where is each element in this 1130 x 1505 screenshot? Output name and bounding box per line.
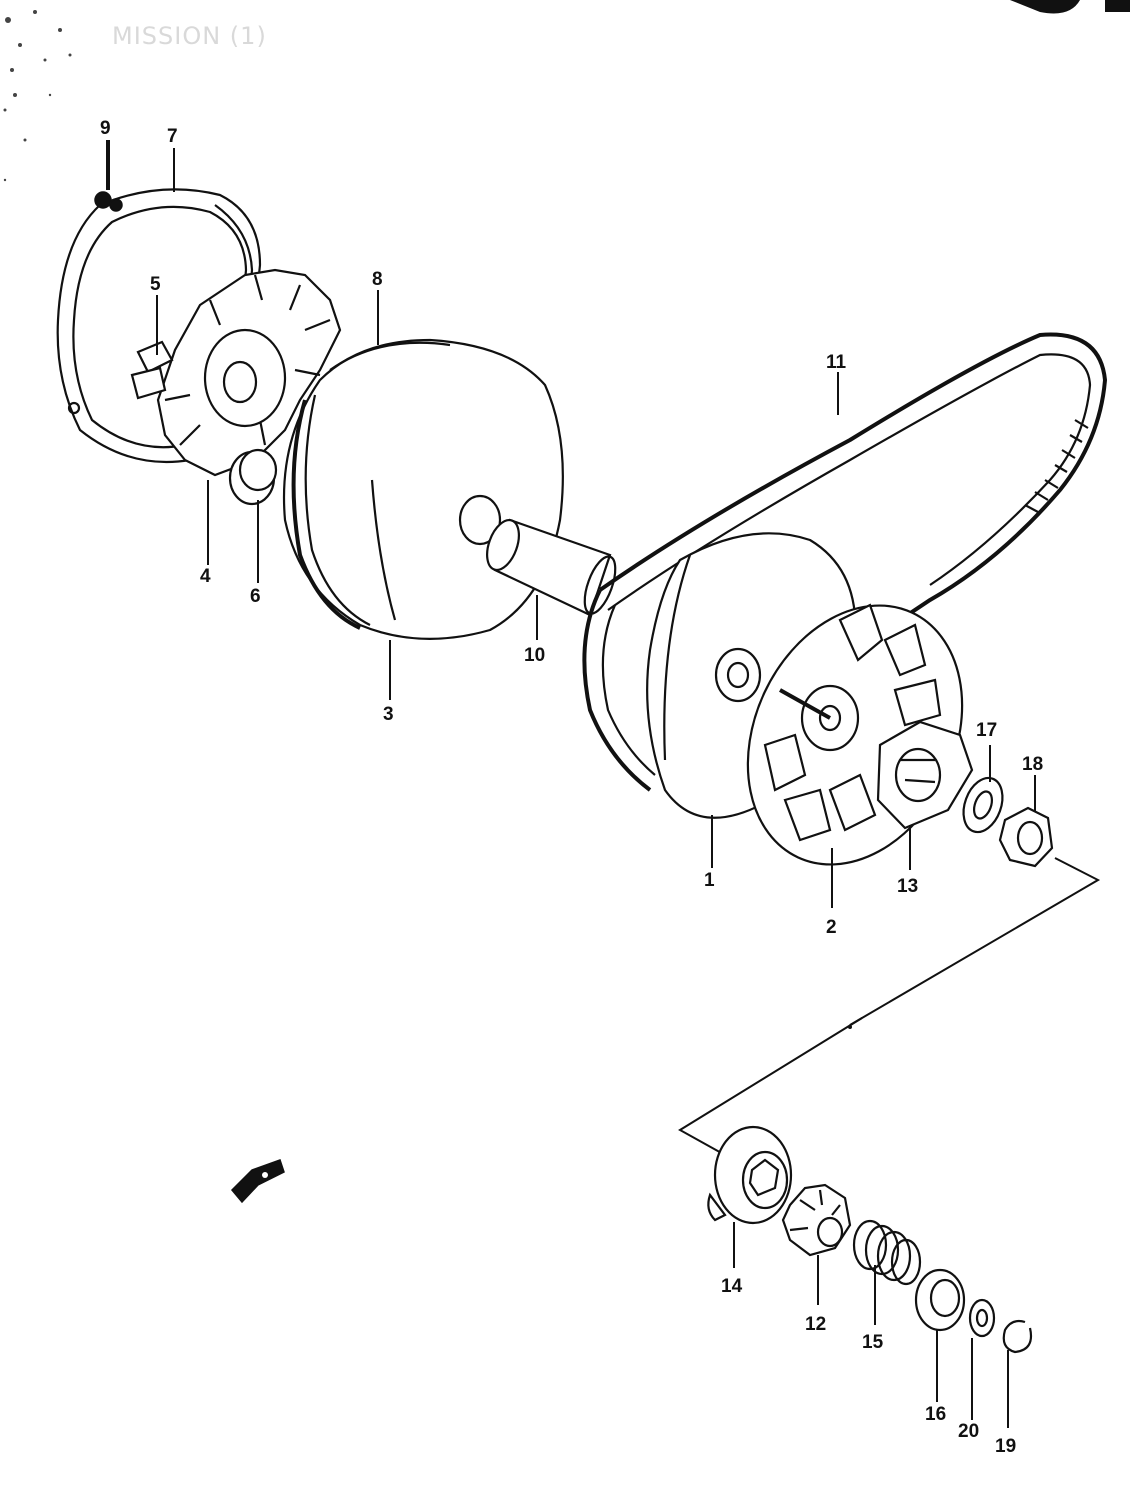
part-number-labels: 9 7 5 8 11 4 6 10 3 17 18 1 13 2 14 12 1… — [100, 118, 1043, 1457]
part-17-washer — [962, 776, 1004, 834]
part-18-nut — [998, 806, 1054, 868]
label-part-18: 18 — [1022, 754, 1043, 775]
leader-lines — [156, 148, 1036, 1428]
label-part-7: 7 — [167, 126, 178, 147]
assembly-guide-line — [678, 857, 1101, 1156]
part-16-cap — [914, 1268, 966, 1332]
label-part-20: 20 — [958, 1421, 979, 1442]
part-5-slider — [130, 340, 174, 400]
label-part-9: 9 — [100, 118, 111, 139]
label-part-10: 10 — [524, 645, 545, 666]
part-3-drive-face — [282, 338, 564, 640]
label-part-6: 6 — [250, 586, 261, 607]
part-15-spring — [852, 1219, 922, 1286]
part-9-bolt — [94, 140, 123, 212]
part-12-gear — [781, 1183, 852, 1257]
part-6-roller — [228, 448, 278, 506]
label-part-16: 16 — [925, 1404, 946, 1425]
label-part-2: 2 — [826, 917, 837, 938]
label-part-13: 13 — [897, 876, 918, 897]
diagram-title: MISSION (1) — [112, 22, 267, 50]
part-13-nut — [876, 720, 974, 830]
scan-noise — [3, 10, 72, 182]
part-10-sleeve — [486, 518, 617, 617]
label-part-5: 5 — [150, 274, 161, 295]
part-14-clutch — [707, 1125, 793, 1225]
label-part-17: 17 — [976, 720, 997, 741]
part-11-v-belt — [582, 332, 1108, 792]
label-part-3: 3 — [383, 704, 394, 725]
label-part-4: 4 — [200, 566, 211, 587]
label-part-11: 11 — [826, 352, 847, 373]
front-direction-arrow-icon — [230, 1159, 285, 1204]
label-part-12: 12 — [805, 1314, 826, 1335]
label-part-8: 8 — [372, 269, 383, 290]
part-19-circlip — [1002, 1319, 1033, 1354]
label-part-19: 19 — [995, 1436, 1016, 1457]
label-part-15: 15 — [862, 1332, 884, 1353]
label-part-1: 1 — [704, 870, 715, 891]
part-20-washer — [968, 1298, 996, 1338]
part-4-ramp-plate — [156, 268, 342, 477]
corner-mark — [1010, 0, 1130, 14]
label-part-14: 14 — [721, 1276, 743, 1297]
